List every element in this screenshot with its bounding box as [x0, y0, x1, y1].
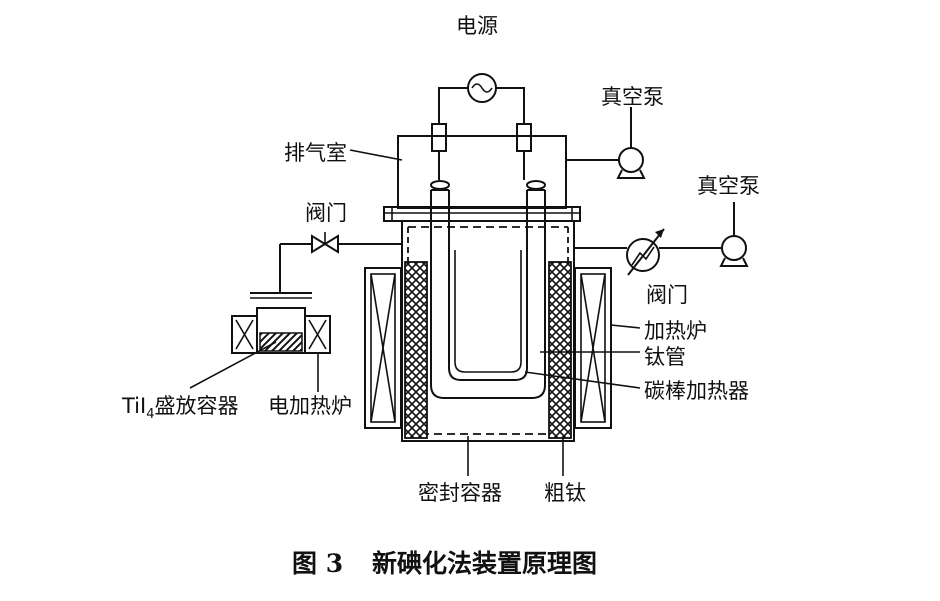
heating-furnace-label: 加热炉	[644, 319, 707, 343]
exhaust-chamber	[397, 135, 567, 209]
figure-number: 图 3	[292, 549, 343, 578]
electric-furnace-label: 电加热炉	[268, 394, 352, 418]
crude-titanium-label: 粗钛	[544, 481, 586, 505]
flange	[383, 206, 581, 222]
til4-container-label: TiI4盛放容器	[121, 394, 239, 422]
power-label: 电源	[456, 14, 498, 38]
til4-container	[231, 292, 331, 354]
figure-title: 新碘化法装置原理图	[372, 549, 597, 578]
carbon-rod-heater-label: 碳棒加热器	[644, 379, 749, 403]
exhaust-chamber-label: 排气室	[284, 141, 347, 165]
electrode-terminals	[431, 123, 532, 180]
left-valve-line	[279, 232, 402, 293]
titanium-tube-label: 钛管	[644, 345, 686, 369]
vacuum-pump-2-label: 真空泵	[697, 174, 760, 198]
valve-left-label: 阀门	[305, 201, 347, 225]
vacuum-line-2	[574, 202, 749, 276]
power-source	[438, 73, 525, 124]
heating-furnace	[364, 267, 612, 429]
vacuum-pump-1	[566, 107, 646, 179]
leader-lines	[189, 149, 641, 476]
vacuum-pump-1-label: 真空泵	[601, 85, 664, 109]
crude-titanium-layer	[404, 261, 572, 439]
valve-right-label: 阀门	[646, 283, 688, 307]
sealed-container-label: 密封容器	[418, 481, 502, 505]
